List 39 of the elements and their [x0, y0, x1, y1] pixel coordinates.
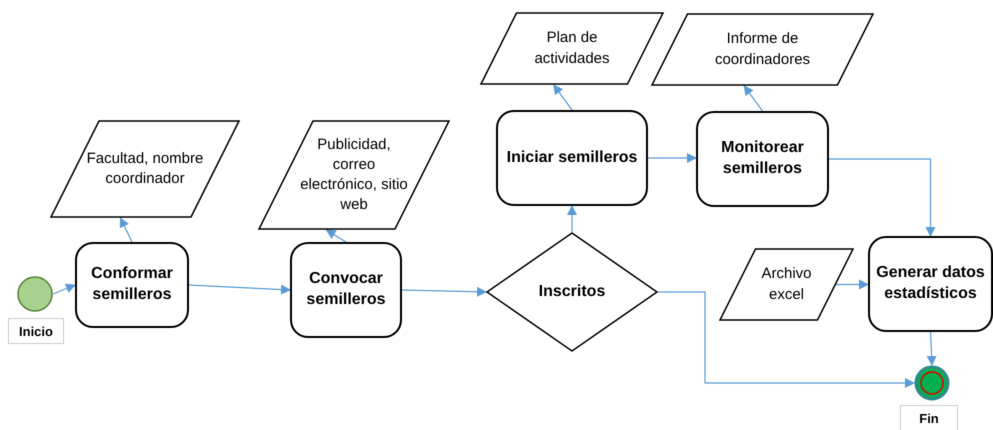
node-label: Plan de actividades — [533, 28, 611, 68]
process-box — [868, 236, 993, 332]
node-label: Convocar semilleros — [305, 269, 387, 310]
arrow — [402, 286, 487, 297]
node-label: Archivo excel — [760, 264, 813, 304]
data-parallelogram — [50, 120, 240, 218]
node-label: Publicidad, correo electrónico, sitio web — [299, 134, 409, 216]
arrow — [326, 229, 346, 243]
arrow — [658, 291, 915, 388]
node-caption: Fin — [900, 405, 958, 430]
data-parallelogram — [480, 12, 664, 85]
process-box — [75, 242, 189, 328]
node-label: Informe de coordinadores — [714, 29, 812, 70]
node-caption: Inicio — [8, 318, 64, 344]
arrow — [744, 85, 763, 112]
data-parallelogram — [258, 120, 450, 230]
node-label: Generar datos estadísticos — [875, 263, 986, 304]
arrow — [120, 217, 133, 242]
data-parallelogram — [719, 248, 854, 321]
node-label: Monitorear semilleros — [720, 138, 805, 179]
decision-diamond — [486, 232, 658, 352]
arrow — [567, 205, 577, 232]
arrow — [648, 153, 697, 163]
data-parallelogram — [651, 13, 874, 86]
arrow — [188, 284, 291, 295]
node-label: Conformar semilleros — [90, 264, 174, 305]
node-label: Facultad, nombre coordinador — [86, 148, 204, 189]
arrow — [553, 84, 572, 110]
process-box — [696, 111, 829, 207]
process-box — [496, 110, 648, 206]
arrow — [829, 158, 936, 237]
arrow — [926, 332, 937, 366]
node-label: Iniciar semilleros — [506, 148, 638, 168]
end-circle — [914, 365, 950, 401]
start-circle — [17, 276, 53, 312]
arrow — [52, 284, 76, 295]
arrow — [836, 280, 869, 290]
node-label: Inscritos — [538, 282, 606, 302]
process-box — [290, 242, 402, 338]
